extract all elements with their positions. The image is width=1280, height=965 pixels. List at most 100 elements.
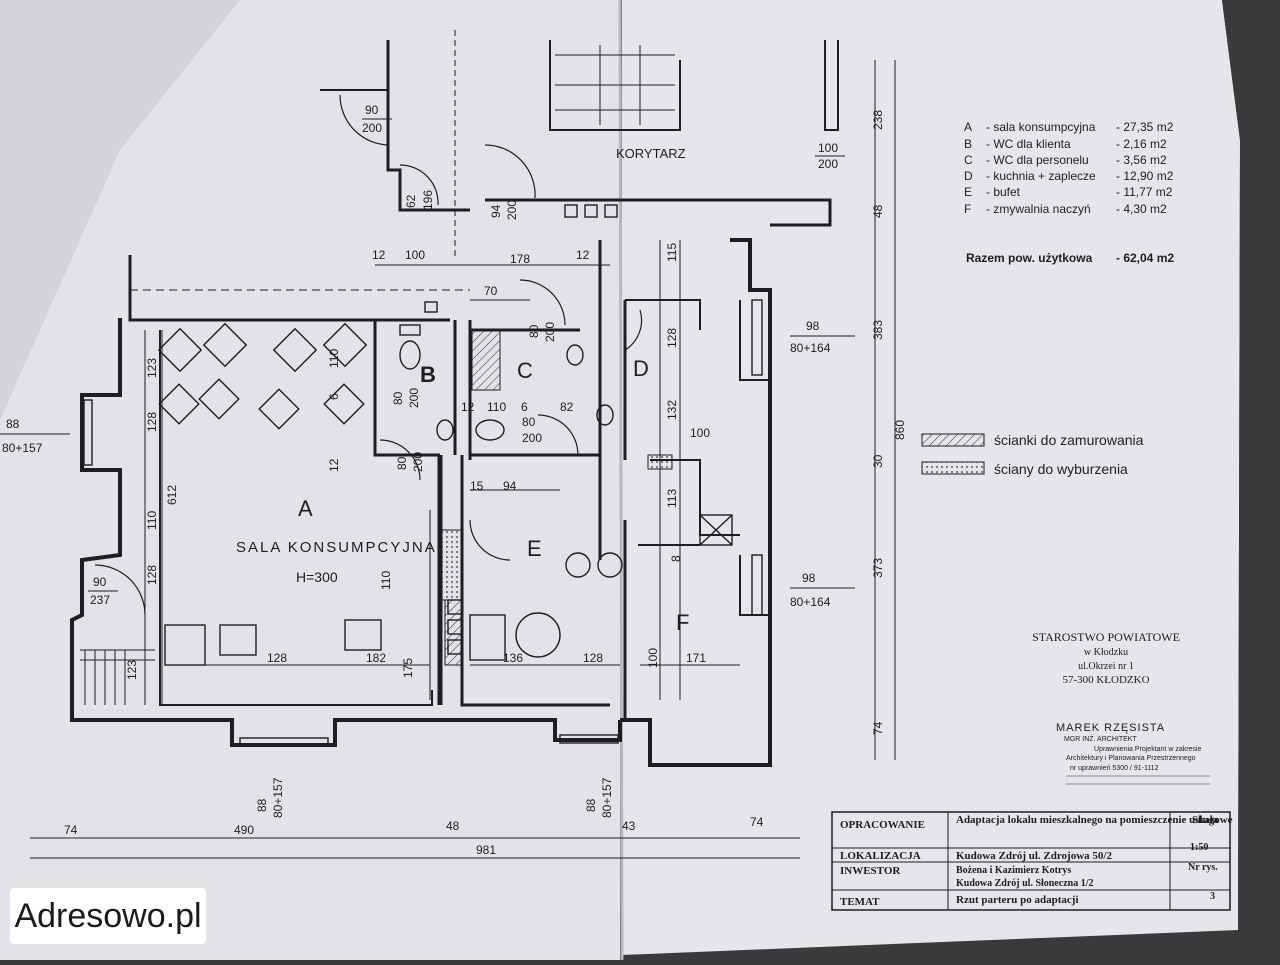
svg-text:80: 80 bbox=[395, 456, 409, 470]
svg-text:128: 128 bbox=[145, 565, 159, 585]
svg-text:Architektury i Planowania Prze: Architektury i Planowania Przestrzennego bbox=[1066, 755, 1196, 762]
svg-text:74: 74 bbox=[871, 721, 885, 735]
legend-row-f: F - zmywalnia naczyń - 4,30 m2 bbox=[964, 202, 1167, 216]
lokalizacja-value: Kudowa Zdrój ul. Zdrojowa 50/2 bbox=[956, 850, 1112, 862]
svg-text:88: 88 bbox=[584, 798, 598, 812]
svg-text:178: 178 bbox=[510, 252, 530, 266]
svg-text:- kuchnia + zaplecze: - kuchnia + zaplecze bbox=[986, 169, 1096, 183]
legend-row-a: A - sala konsumpcyjna - 27,35 m2 bbox=[964, 120, 1174, 134]
door-window-tags: 90 200 100 200 62 196 94 200 80 200 80 2… bbox=[0, 103, 855, 818]
svg-text:- 3,56 m2: - 3,56 m2 bbox=[1116, 153, 1167, 167]
svg-text:136: 136 bbox=[503, 651, 523, 665]
svg-text:- bufet: - bufet bbox=[986, 185, 1021, 199]
svg-text:383: 383 bbox=[871, 320, 885, 340]
hatch-swatch-demolish bbox=[921, 461, 985, 475]
room-d-letter: D bbox=[633, 356, 649, 381]
room-a-letter: A bbox=[298, 496, 313, 521]
svg-text:F: F bbox=[964, 202, 971, 216]
legend-row-d: D - kuchnia + zaplecze - 12,90 m2 bbox=[964, 169, 1174, 183]
svg-text:80+157: 80+157 bbox=[600, 777, 614, 818]
stamp-architect: MAREK RZĘSISTA MGR INŻ. ARCHITEKT Uprawn… bbox=[1056, 722, 1210, 785]
room-e-letter: E bbox=[527, 536, 542, 561]
svg-text:860: 860 bbox=[893, 420, 907, 440]
room-f-letter: F bbox=[676, 610, 689, 635]
svg-text:- 27,35 m2: - 27,35 m2 bbox=[1116, 120, 1174, 134]
lokalizacja-label: LOKALIZACJA bbox=[840, 850, 921, 862]
svg-text:43: 43 bbox=[622, 819, 636, 833]
svg-text:Uprawnienia Projektant w zakre: Uprawnienia Projektant w zakresie bbox=[1094, 746, 1201, 753]
svg-text:200: 200 bbox=[543, 322, 557, 342]
svg-text:80: 80 bbox=[391, 391, 405, 405]
svg-text:D: D bbox=[964, 169, 973, 183]
title-block bbox=[831, 811, 1231, 911]
svg-text:- zmywalnia naczyń: - zmywalnia naczyń bbox=[986, 202, 1091, 216]
svg-text:132: 132 bbox=[665, 400, 679, 420]
brick-wall bbox=[471, 329, 501, 391]
svg-text:48: 48 bbox=[446, 819, 460, 833]
svg-text:128: 128 bbox=[145, 412, 159, 432]
svg-text:80: 80 bbox=[527, 324, 541, 338]
svg-text:MGR INŻ. ARCHITEKT: MGR INŻ. ARCHITEKT bbox=[1064, 734, 1137, 743]
svg-text:8: 8 bbox=[669, 555, 683, 562]
hatch-swatch-brick bbox=[921, 433, 985, 447]
svg-text:200: 200 bbox=[407, 388, 421, 408]
demolish-wall bbox=[441, 529, 463, 601]
svg-text:612: 612 bbox=[165, 485, 179, 505]
temat-label: TEMAT bbox=[840, 896, 880, 908]
paper-torn-corner bbox=[0, 0, 240, 420]
svg-text:- 11,77 m2: - 11,77 m2 bbox=[1116, 185, 1173, 199]
svg-text:- 2,16 m2: - 2,16 m2 bbox=[1116, 137, 1167, 151]
opracowanie-value: Adaptacja lokalu mieszkalnego na pomiesz… bbox=[956, 814, 1233, 826]
background-fabric bbox=[1222, 0, 1280, 960]
svg-text:123: 123 bbox=[125, 660, 139, 680]
svg-text:- WC dla klienta: - WC dla klienta bbox=[986, 137, 1071, 151]
svg-text:6: 6 bbox=[521, 400, 528, 414]
svg-text:237: 237 bbox=[90, 593, 110, 607]
svg-text:82: 82 bbox=[560, 400, 574, 414]
room-a-height: H=300 bbox=[296, 569, 338, 585]
svg-text:B: B bbox=[964, 137, 972, 151]
svg-text:115: 115 bbox=[665, 243, 679, 262]
svg-text:123: 123 bbox=[145, 358, 159, 378]
nr-label: Nr rys. bbox=[1188, 862, 1218, 873]
svg-text:110: 110 bbox=[379, 571, 393, 590]
furniture bbox=[80, 204, 763, 747]
svg-text:128: 128 bbox=[583, 651, 603, 665]
svg-text:80+164: 80+164 bbox=[790, 341, 831, 355]
svg-text:C: C bbox=[964, 153, 973, 167]
svg-text:6: 6 bbox=[327, 393, 341, 400]
svg-text:90: 90 bbox=[365, 103, 379, 117]
svg-text:74: 74 bbox=[750, 815, 764, 829]
svg-text:70: 70 bbox=[484, 284, 498, 298]
svg-text:128: 128 bbox=[267, 651, 287, 665]
svg-text:100: 100 bbox=[646, 648, 660, 668]
svg-text:981: 981 bbox=[476, 843, 496, 857]
adresowo-watermark: Adresowo.pl bbox=[10, 888, 206, 944]
svg-text:200: 200 bbox=[505, 200, 519, 220]
title-block-text: OPRACOWANIE Adaptacja lokalu mieszkalneg… bbox=[840, 814, 1233, 908]
svg-text:175: 175 bbox=[401, 658, 415, 678]
dimension-numbers: 12 100 178 12 70 115 128 132 100 113 123… bbox=[64, 110, 907, 857]
svg-text:128: 128 bbox=[665, 328, 679, 348]
svg-text:100: 100 bbox=[690, 426, 710, 440]
svg-text:- 4,30 m2: - 4,30 m2 bbox=[1116, 202, 1167, 216]
svg-text:200: 200 bbox=[411, 452, 425, 472]
svg-text:57-300 KŁODZKO: 57-300 KŁODZKO bbox=[1062, 674, 1149, 686]
svg-text:12: 12 bbox=[461, 400, 475, 414]
svg-text:113: 113 bbox=[665, 489, 679, 508]
svg-text:490: 490 bbox=[234, 823, 254, 837]
svg-text:171: 171 bbox=[686, 651, 706, 665]
svg-text:94: 94 bbox=[503, 479, 517, 493]
svg-text:98: 98 bbox=[806, 319, 820, 333]
svg-text:nr uprawnień 5300 / 91-1112: nr uprawnień 5300 / 91-1112 bbox=[1070, 765, 1159, 772]
svg-text:MAREK RZĘSISTA: MAREK RZĘSISTA bbox=[1056, 722, 1165, 734]
hatch-label-brick: ścianki do zamurowania bbox=[994, 432, 1144, 448]
svg-text:88: 88 bbox=[255, 798, 269, 812]
svg-text:ul.Okrzei nr 1: ul.Okrzei nr 1 bbox=[1078, 661, 1134, 672]
svg-text:48: 48 bbox=[871, 204, 885, 218]
svg-text:12: 12 bbox=[327, 458, 341, 472]
inwestor-value-1: Bożena i Kazimierz Kotrys bbox=[956, 865, 1071, 876]
room-c-letter: C bbox=[517, 358, 533, 383]
svg-text:w Kłodzku: w Kłodzku bbox=[1084, 647, 1128, 658]
